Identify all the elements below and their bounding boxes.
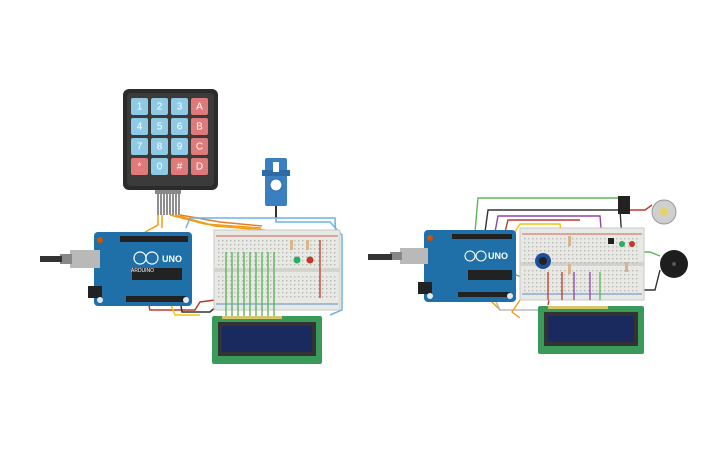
keypad-key-3[interactable]: 3 (171, 98, 188, 115)
keypad-ribbon (155, 190, 181, 215)
keypad-key-8[interactable]: 8 (151, 138, 168, 155)
keypad-key-7[interactable]: 7 (131, 138, 148, 155)
board-brand-label: ARDUINO (131, 268, 154, 274)
board-model-label: UNO (162, 254, 182, 264)
buzzer[interactable] (660, 250, 688, 278)
led-red-right[interactable] (629, 241, 635, 247)
keypad-key-5[interactable]: 5 (151, 118, 168, 135)
keypad-key-2[interactable]: 2 (151, 98, 168, 115)
lcd-display-right[interactable] (538, 306, 644, 354)
keypad-key-0[interactable]: 0 (151, 158, 168, 175)
led-green-right[interactable] (619, 241, 625, 247)
keypad-key-label: 6 (177, 122, 183, 133)
keypad-key-label: D (196, 162, 203, 173)
keypad-key-D[interactable]: D (191, 158, 208, 175)
keypad-key-label: A (196, 102, 203, 113)
keypad-key-label: 1 (137, 102, 143, 113)
dc-motor[interactable] (651, 199, 677, 225)
led-green[interactable] (293, 256, 301, 264)
right-circuit: UNO (368, 196, 688, 354)
keypad-key-label: 8 (157, 142, 163, 153)
led-red[interactable] (306, 256, 314, 264)
board-model-label-right: UNO (488, 251, 508, 261)
keypad-key-label: 2 (157, 102, 163, 113)
keypad-key-B[interactable]: B (191, 118, 208, 135)
keypad-key-label: 4 (137, 122, 143, 133)
resistors-right (568, 236, 628, 274)
arduino-uno-right[interactable]: UNO (368, 230, 516, 302)
keypad-key-label: 9 (177, 142, 183, 153)
keypad-key-C[interactable]: C (191, 138, 208, 155)
keypad-key-label: # (177, 162, 183, 173)
keypad-key-label: 5 (157, 122, 163, 133)
breadboard-left[interactable] (213, 229, 341, 320)
keypad-key-6[interactable]: 6 (171, 118, 188, 135)
breadboard-right[interactable] (519, 227, 645, 301)
relay-module[interactable] (618, 196, 630, 214)
keypad-keys: 1 2 3 A 4 5 6 B 7 8 9 C * 0 # D (131, 98, 208, 175)
keypad-key-A[interactable]: A (191, 98, 208, 115)
left-circuit: 1 2 3 A 4 5 6 B 7 8 9 C * 0 # D (40, 89, 343, 364)
lcd-display-left[interactable] (212, 316, 322, 364)
keypad-key-#[interactable]: # (171, 158, 188, 175)
servo-motor[interactable] (262, 158, 290, 218)
keypad-key-label: C (196, 142, 203, 153)
breadboard-holes (218, 240, 336, 298)
keypad-key-4[interactable]: 4 (131, 118, 148, 135)
keypad-key-9[interactable]: 9 (171, 138, 188, 155)
keypad-key-label: 7 (137, 142, 143, 153)
keypad-key-label: * (138, 162, 142, 173)
keypad[interactable]: 1 2 3 A 4 5 6 B 7 8 9 C * 0 # D (123, 89, 218, 190)
arduino-uno-left[interactable]: UNO ARDUINO (40, 232, 192, 306)
keypad-key-label: 0 (157, 162, 163, 173)
potentiometer[interactable] (535, 253, 551, 269)
keypad-key-label: 3 (177, 102, 183, 113)
resistors (290, 240, 309, 250)
keypad-key-*[interactable]: * (131, 158, 148, 175)
keypad-key-1[interactable]: 1 (131, 98, 148, 115)
keypad-key-label: B (196, 122, 203, 133)
